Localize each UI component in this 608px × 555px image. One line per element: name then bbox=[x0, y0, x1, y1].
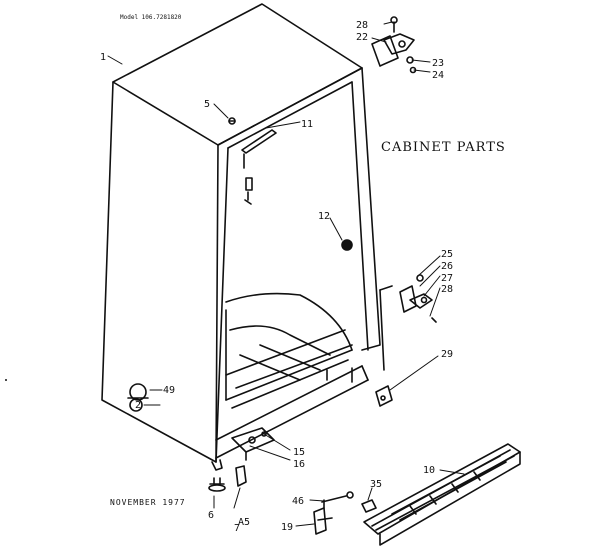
cabinet-body bbox=[101, 3, 381, 471]
callout-46: 46 bbox=[292, 496, 304, 507]
callout-7: 7 bbox=[234, 523, 240, 534]
callout-29: 29 bbox=[441, 349, 453, 360]
callout-49: 49 bbox=[163, 385, 175, 396]
side-label-patch bbox=[127, 383, 149, 412]
callout-24: 24 bbox=[432, 70, 444, 81]
diagram-code: A5 bbox=[238, 517, 250, 528]
screw-5 bbox=[228, 117, 236, 125]
callout-6: 6 bbox=[208, 510, 214, 521]
callout-22: 22 bbox=[356, 32, 368, 43]
callout-1: 1 bbox=[100, 52, 106, 63]
callout-2: 2 bbox=[135, 400, 141, 411]
screw-46 bbox=[321, 491, 354, 503]
callout-10: 10 bbox=[423, 465, 435, 476]
callout-12: 12 bbox=[318, 211, 330, 222]
small-part-35 bbox=[361, 499, 377, 513]
callout-27: 27 bbox=[441, 273, 453, 284]
leveling-leg bbox=[208, 465, 247, 492]
date-stamp: NOVEMBER 1977 bbox=[110, 498, 186, 507]
hinge-bracket-15-16 bbox=[231, 427, 275, 461]
section-title: CABINET PARTS bbox=[381, 140, 506, 155]
callout-26: 26 bbox=[441, 261, 453, 272]
callout-16: 16 bbox=[293, 459, 305, 470]
model-number: Model 106.7281820 bbox=[120, 14, 182, 21]
plug-12 bbox=[341, 239, 353, 251]
leader-lines bbox=[107, 21, 465, 527]
callout-19: 19 bbox=[281, 522, 293, 533]
bracket-29 bbox=[375, 385, 393, 407]
grille-10 bbox=[363, 443, 521, 546]
callout-28-bottom: 28 bbox=[441, 284, 453, 295]
gasket-hardware-11 bbox=[241, 129, 277, 205]
stray-dot bbox=[5, 379, 7, 381]
callout-25: 25 bbox=[441, 249, 453, 260]
bottom-hinge-assembly bbox=[379, 274, 437, 371]
callout-11: 11 bbox=[301, 119, 313, 130]
top-hinge-assembly bbox=[371, 16, 417, 74]
callout-5: 5 bbox=[204, 99, 210, 110]
clip-19 bbox=[313, 499, 333, 535]
callout-15: 15 bbox=[293, 447, 305, 458]
callout-35: 35 bbox=[370, 479, 382, 490]
callout-23: 23 bbox=[432, 58, 444, 69]
callout-28-top: 28 bbox=[356, 20, 368, 31]
